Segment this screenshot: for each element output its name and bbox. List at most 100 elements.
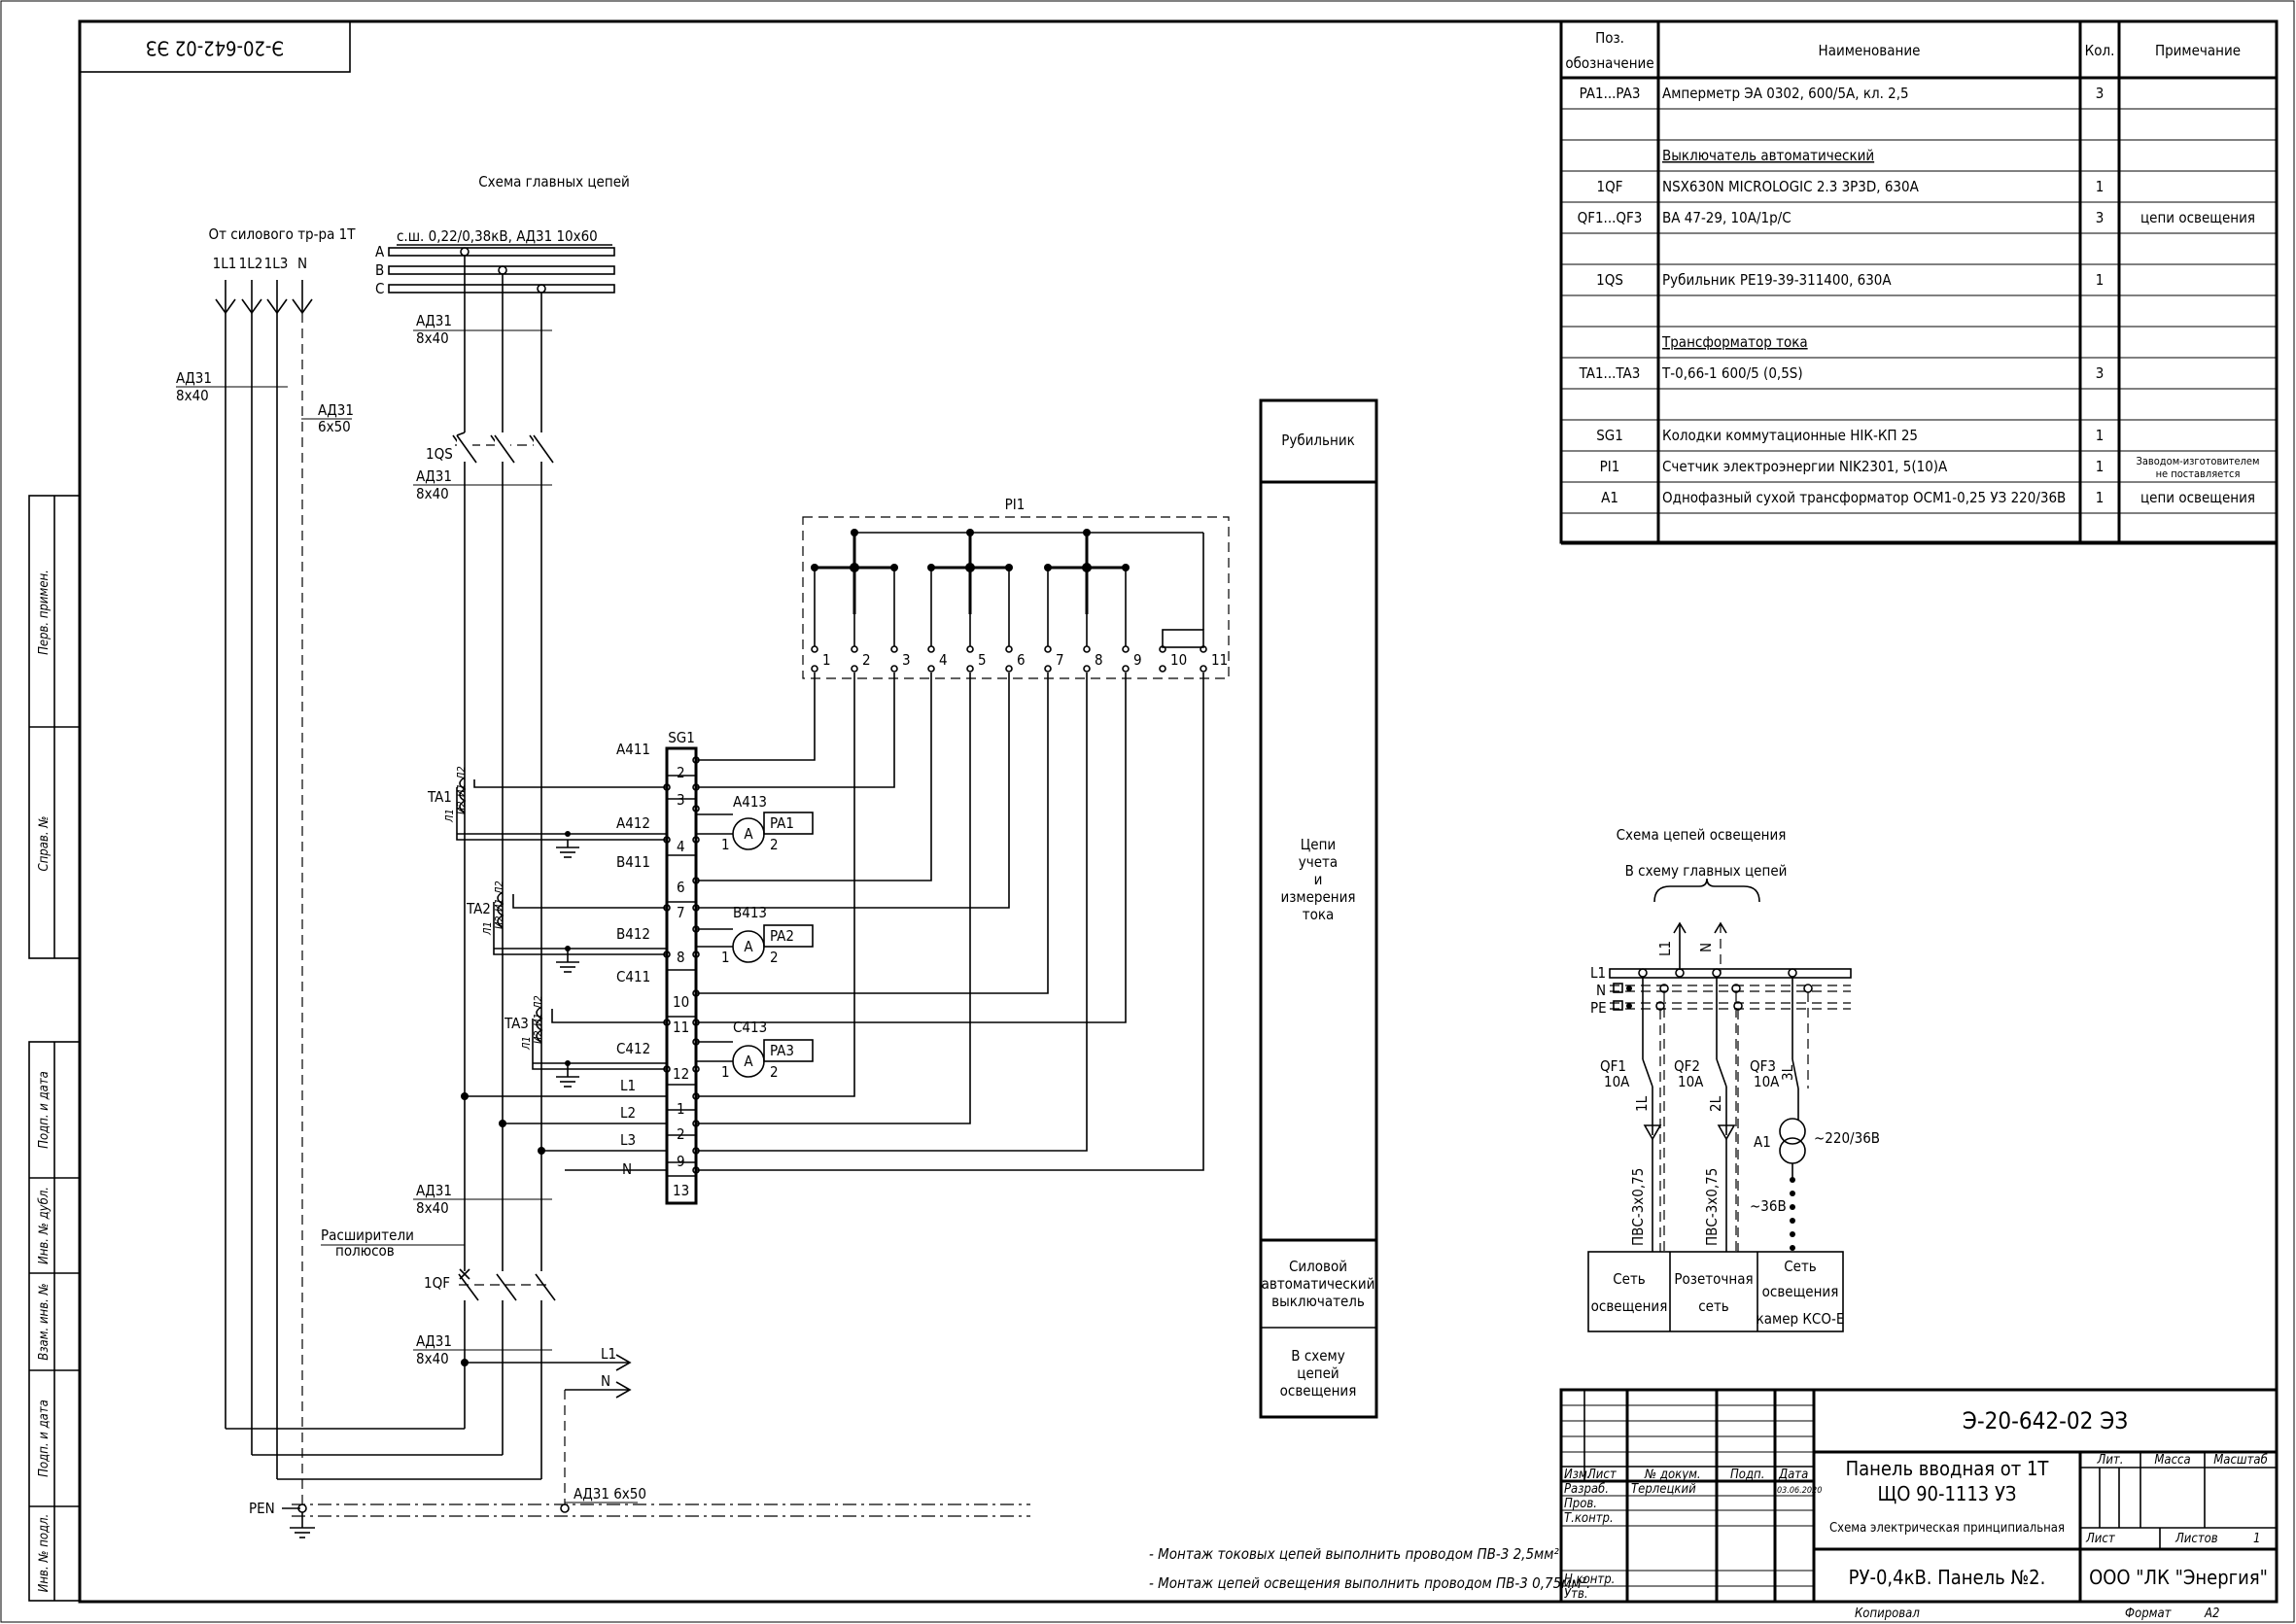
spec-row-pos: 1QF — [1597, 178, 1623, 195]
lighting-transformer-id: A1 — [1754, 1133, 1771, 1151]
ammeter-pa1-p2: 2 — [770, 836, 779, 853]
wire-b411: B411 — [616, 853, 650, 871]
sg1-terminal-10: 10 — [673, 993, 689, 1011]
expander-label-l1: Расширители — [321, 1227, 414, 1244]
stamp-format: Формат — [2125, 1607, 2173, 1621]
conductor-size-qs: 8х40 — [416, 485, 449, 502]
stamp-title-l2: ЩО 90-1113 УЗ — [1878, 1482, 2017, 1505]
spec-header-qty: Кол. — [2085, 42, 2115, 59]
stamp-col-docno: № докум. — [1644, 1468, 1701, 1482]
lighting-cable-2: ПВС-3х0,75 — [1703, 1168, 1721, 1246]
lighting-v-secondary: ~36В — [1750, 1197, 1787, 1215]
metering-circuit: PI1 — [427, 496, 1230, 1205]
conductor-size-in: 8х40 — [176, 387, 209, 404]
lighting-bus-pe: PE — [1590, 999, 1607, 1017]
stamp-col-sign: Подп. — [1730, 1468, 1764, 1482]
ammeter-pa2-p2: 2 — [770, 949, 779, 966]
conductor-label-lower: АД31 — [416, 1182, 452, 1199]
meter-terminal-5: 5 — [978, 651, 987, 669]
ct-ta1-pin-l1: Л1 — [443, 809, 456, 823]
meter-terminal-11: 11 — [1211, 651, 1228, 669]
pen-conductor-label: АД31 6х50 — [574, 1485, 646, 1503]
spec-row-qty: 1 — [2096, 271, 2105, 289]
spec-row-name: Т-0,66-1 600/5 (0,5S) — [1661, 364, 1803, 382]
main-circuit: Схема главных цепей От силового тр-ра 1Т… — [176, 173, 1030, 1538]
spec-row-note: не поставляется — [2156, 467, 2241, 480]
ct-ta2-pin-i1: И1 — [493, 898, 505, 912]
sg1-terminal-13: 13 — [673, 1182, 689, 1199]
conductor-label-bus: АД31 — [416, 312, 452, 329]
side-col-lighting-3: освещения — [1280, 1382, 1357, 1399]
sg1-terminal-9: 9 — [677, 1153, 685, 1170]
lighting-qf2-id: QF2 — [1674, 1057, 1700, 1075]
spec-row-pos: A1 — [1601, 489, 1618, 506]
bus-phase-b: B — [375, 261, 384, 279]
conductor-size-qf: 8х40 — [416, 1350, 449, 1367]
out-n-label: N — [601, 1372, 610, 1390]
ammeter-pa1-label: PA1 — [770, 814, 794, 832]
stamp-date: 03.06.2020 — [1777, 1486, 1822, 1496]
lighting-bus-l1: L1 — [1590, 964, 1606, 982]
lighting-qf1-rating: 10A — [1604, 1073, 1630, 1090]
stamp-role-dev: Разраб. — [1564, 1482, 1609, 1497]
out-l1-label: L1 — [601, 1345, 616, 1363]
lighting-bus-n: N — [1596, 982, 1606, 999]
ct-ta2-pin-i2: И2 — [493, 916, 505, 929]
stamp-role-ncontrol: Н.контр. — [1564, 1572, 1615, 1587]
meter-pi1-box — [802, 516, 1230, 679]
source-label: От силового тр-ра 1Т — [209, 225, 357, 243]
breaker-1qf — [457, 1268, 556, 1301]
bus-phase-c: C — [375, 280, 384, 297]
side-col-metering-4: измерения — [1280, 888, 1355, 906]
meter-terminal-7: 7 — [1056, 651, 1064, 669]
sg1-terminal-1: 1 — [677, 1100, 685, 1118]
stamp-developer: Терлецкий — [1631, 1482, 1696, 1497]
spec-row-qty: 1 — [2096, 178, 2105, 195]
spec-row-note: цепи освещения — [2140, 209, 2255, 226]
stamp-copied: Копировал — [1855, 1607, 1920, 1621]
ct-ta3-label: TA3 — [504, 1015, 529, 1032]
ct-ta3-pin-l2: Л2 — [532, 995, 544, 1010]
side-stamp-repl-inv: Взам. инв. № — [37, 1283, 52, 1360]
stamp-title-l1: Панель вводная от 1Т — [1846, 1457, 2050, 1480]
spec-row-qty: 3 — [2096, 209, 2105, 226]
stamp-col-rev: Изм. — [1564, 1468, 1591, 1482]
stamp-sheets: Листов — [2174, 1532, 2218, 1546]
spec-header-pos-l2: обозначение — [1565, 54, 1653, 72]
meter-terminal-1: 1 — [822, 651, 831, 669]
spec-row-name: Колодки коммутационные НIК-КП 25 — [1662, 427, 1918, 444]
lighting-qf3-id: QF3 — [1750, 1057, 1776, 1075]
meter-terminal-3: 3 — [902, 651, 911, 669]
lighting-qf3-wire: 3L — [1779, 1064, 1796, 1081]
ammeter-pa1-symbol: A — [744, 825, 753, 843]
side-stamp-ref-no: Справ. № — [37, 816, 52, 872]
incoming-arrows — [215, 280, 313, 315]
side-col-switch: Рубильник — [1281, 432, 1355, 449]
phase-label-1l3: 1L3 — [264, 255, 289, 272]
ammeter-pa2-label: PA2 — [770, 927, 794, 945]
spec-row-name: Амперметр ЭА 0302, 600/5А, кл. 2,5 — [1662, 85, 1909, 102]
sg1-block — [665, 746, 698, 1205]
lighting-secondary-dots — [1790, 1177, 1795, 1251]
meter-terminal-10: 10 — [1170, 651, 1187, 669]
side-stamp-dup-inv: Инв. № дубл. — [37, 1187, 52, 1264]
side-col-metering-3: и — [1314, 871, 1323, 888]
ammeter-pa2-p1: 1 — [721, 949, 730, 966]
lighting-load-1-l1: Сеть — [1613, 1270, 1646, 1288]
lighting-load-3-l2: освещения — [1762, 1283, 1839, 1300]
busbars — [388, 244, 615, 294]
sg1-terminal-7: 7 — [677, 904, 685, 921]
spec-header-name: Наименование — [1819, 42, 1921, 59]
phase-label-n: N — [297, 255, 307, 272]
conductor-size-bus: 8х40 — [416, 329, 449, 347]
ct-ta1-pin-l2: Л2 — [455, 766, 468, 780]
wire-l3: L3 — [620, 1131, 636, 1149]
stamp-role-approve: Утв. — [1564, 1587, 1588, 1602]
wire-a411: A411 — [616, 741, 650, 758]
spec-row-name: Рубильник РЕ19-39-311400, 630А — [1662, 271, 1892, 289]
expander-label-l2: полюсов — [335, 1242, 395, 1260]
stamp-role-check: Пров. — [1564, 1497, 1597, 1511]
wire-l1: L1 — [620, 1077, 636, 1094]
side-stamp-sign-date-1: Подп. и дата — [37, 1071, 52, 1149]
ammeter-pa3-symbol: A — [744, 1053, 753, 1070]
